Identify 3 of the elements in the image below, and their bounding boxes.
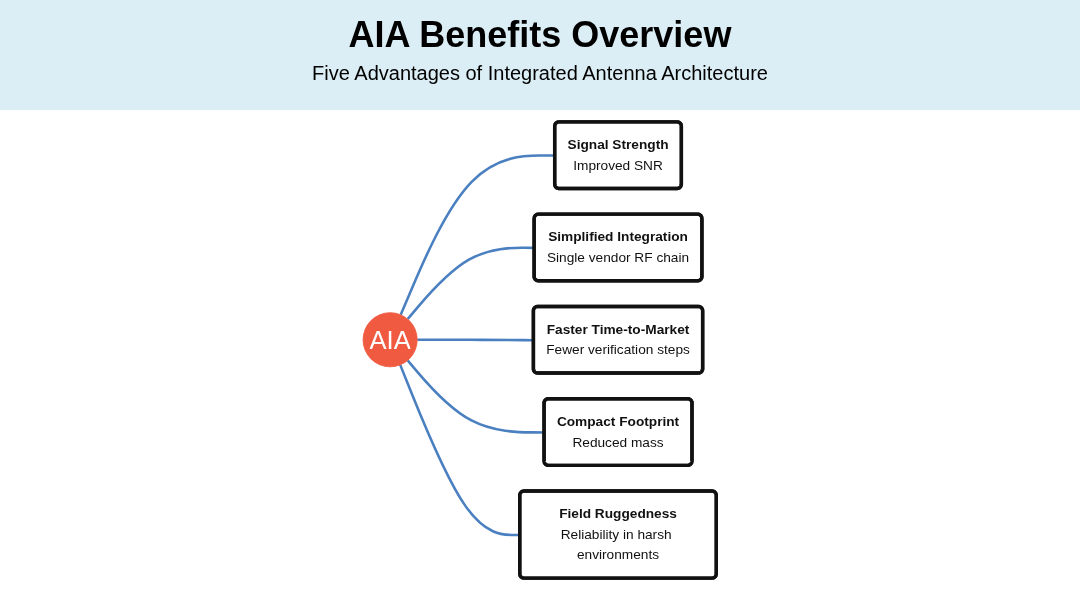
subtitle: Five Advantages of Integrated Antenna Architecture [312,62,768,85]
node-circle: AIA [362,312,418,368]
title: AIA Benefits Overview [348,14,732,56]
